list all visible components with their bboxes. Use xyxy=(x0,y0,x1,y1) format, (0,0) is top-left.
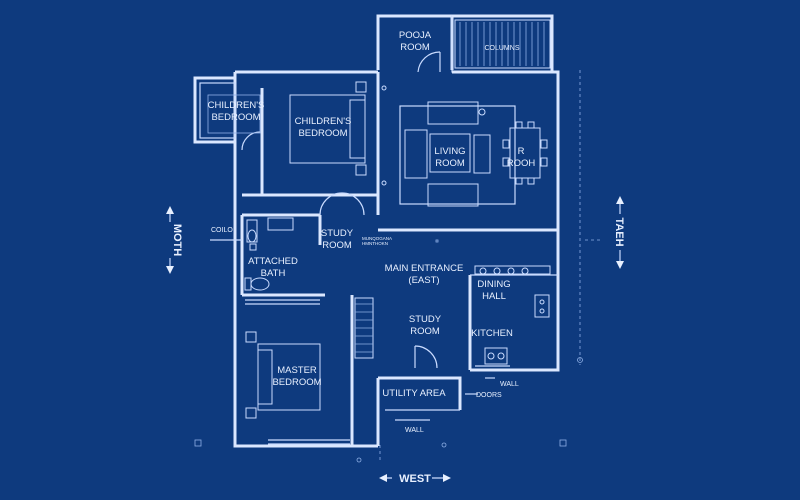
columns-hatch xyxy=(459,22,545,66)
master-bedroom-label: MASTER xyxy=(277,365,317,376)
doors xyxy=(241,51,441,369)
study-room-mid-label: STUDY xyxy=(409,314,442,325)
pooja-room-label: POOJA xyxy=(399,30,432,41)
study-room-top-label-2: ROOM xyxy=(322,240,352,251)
r-room-label-2: ROOH xyxy=(507,158,536,169)
study-room-top-label: STUDY xyxy=(321,228,354,239)
compass-left: MOTH xyxy=(160,206,183,274)
guide-lines xyxy=(194,70,600,463)
coilo-annotation: COILO xyxy=(211,227,233,234)
scribble-annotation-2: HMNTHOKN xyxy=(362,241,388,246)
compass-left-label: MOTH xyxy=(171,224,183,256)
utility-area-label: UTILITY AREA xyxy=(382,388,446,399)
main-entrance-label-2: (EAST) xyxy=(408,275,439,286)
main-entrance-label: MAIN ENTRANCE xyxy=(385,263,464,274)
walls xyxy=(193,14,560,448)
master-bedroom-label-2: BEDROOM xyxy=(272,377,321,388)
attached-bath-label: ATTACHED xyxy=(248,256,298,267)
furniture xyxy=(207,19,551,419)
annotations: COILO MUNQOGANA HMNTHOKN WALL DOORS WALL xyxy=(211,227,519,434)
pooja-room-label-2: ROOM xyxy=(400,42,430,53)
room-labels: POOJA ROOM COLUMNS CHILDREN'S BEDROOM CH… xyxy=(208,30,536,399)
wall-annotation-bottom: WALL xyxy=(405,427,424,434)
dining-hall-label-2: HALL xyxy=(482,291,506,302)
compass-right: TAEH xyxy=(610,196,630,269)
r-room-label: R xyxy=(518,146,525,157)
living-room-label: LIVING xyxy=(434,146,465,157)
columns-label: COLUMNS xyxy=(484,45,519,52)
compass-bottom: WEST xyxy=(379,470,451,486)
childrens-bedroom-left-label: CHILDREN'S xyxy=(208,100,265,111)
wall-annotation-right: WALL xyxy=(500,381,519,388)
doors-annotation: DOORS xyxy=(476,392,502,399)
childrens-bedroom-center-label-2: BEDROOM xyxy=(298,128,347,139)
compass-right-label: TAEH xyxy=(613,217,625,246)
kitchen-label: KITCHEN xyxy=(471,328,513,339)
childrens-bedroom-center-label: CHILDREN'S xyxy=(295,116,352,127)
scribble-annotation-1: MUNQOGANA xyxy=(362,236,392,241)
study-room-mid-label-2: ROOM xyxy=(410,326,440,337)
compass-bottom-label: WEST xyxy=(399,473,431,485)
attached-bath-label-2: BATH xyxy=(261,268,286,279)
dining-hall-label: DINING xyxy=(477,279,510,290)
living-room-label-2: ROOM xyxy=(435,158,465,169)
childrens-bedroom-left-label-2: BEDROOM xyxy=(211,112,260,123)
